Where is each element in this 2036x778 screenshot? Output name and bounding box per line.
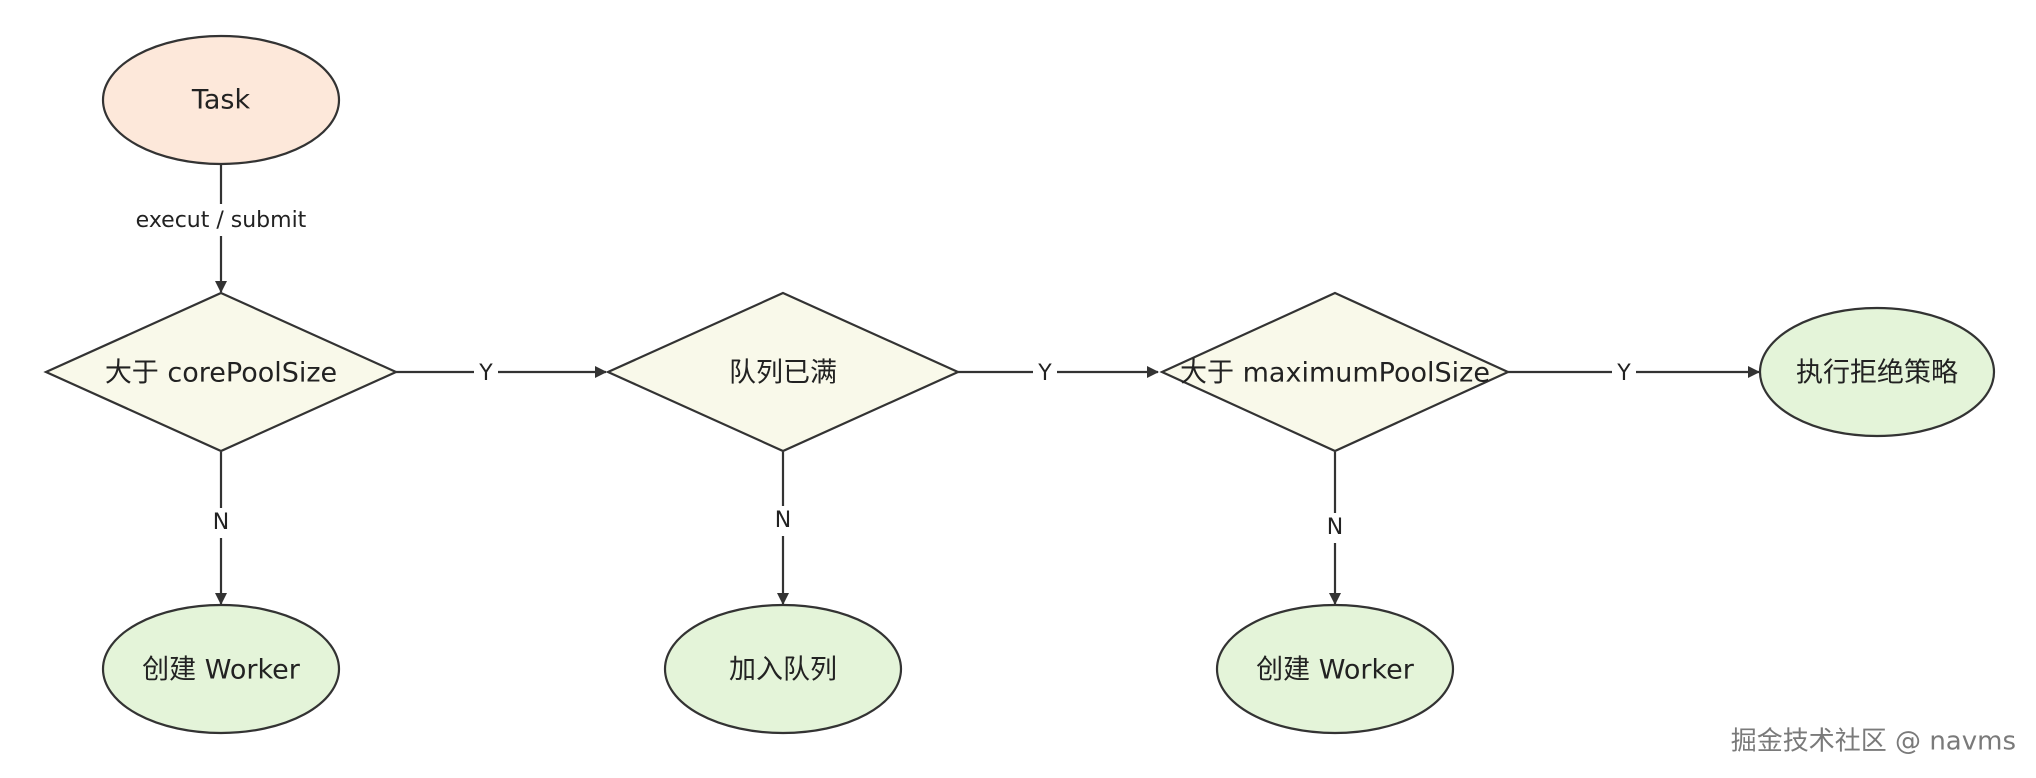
node-decision-max-label: 大于 maximumPoolSize [1180,358,1490,389]
node-reject: 执行拒绝策略 [1758,306,1996,438]
node-create-worker-1: 创建 Worker [101,603,341,735]
edge-label-core-yes: Y [478,361,493,386]
node-decision-queue-label: 队列已满 [729,358,837,389]
edge-label-max-no: N [1327,515,1343,540]
edge-label-queue-no: N [775,508,791,533]
edge-core-yes: Y [396,358,607,386]
edge-task-to-core: execut / submit [132,165,310,293]
node-create-worker-1-shape [101,603,341,735]
edge-max-no: N [1322,452,1348,605]
node-create-worker-2-shape [1215,603,1455,735]
edge-label-execut-submit: execut / submit [136,208,307,233]
node-enqueue-shape [663,603,903,735]
node-decision-core-label: 大于 corePoolSize [105,358,337,389]
node-create-worker-2: 创建 Worker [1215,603,1455,735]
node-decision-max-shape [1159,291,1511,453]
watermark: 掘金技术社区 @ navms [1731,727,2016,757]
node-task: Task [101,34,341,166]
node-reject-shape [1758,306,1996,438]
node-enqueue: 加入队列 [663,603,903,735]
edge-label-queue-yes: Y [1037,361,1052,386]
edge-max-yes: Y [1508,358,1760,386]
edge-queue-yes: Y [958,358,1159,386]
edge-label-core-no: N [213,510,229,535]
node-reject-label: 执行拒绝策略 [1796,358,1958,389]
node-decision-queue-shape [605,291,961,453]
edge-core-no: N [208,452,234,605]
node-task-label: Task [191,85,251,116]
edge-queue-no: N [770,452,796,605]
node-decision-core-shape [43,291,399,453]
node-enqueue-label: 加入队列 [729,655,837,686]
edge-label-max-yes: Y [1616,361,1631,386]
node-create-worker-1-label: 创建 Worker [142,655,301,686]
node-decision-queue: 队列已满 [605,291,961,453]
node-decision-max: 大于 maximumPoolSize [1159,291,1511,453]
node-task-shape [101,34,341,166]
node-decision-core: 大于 corePoolSize [43,291,399,453]
node-create-worker-2-label: 创建 Worker [1256,655,1415,686]
